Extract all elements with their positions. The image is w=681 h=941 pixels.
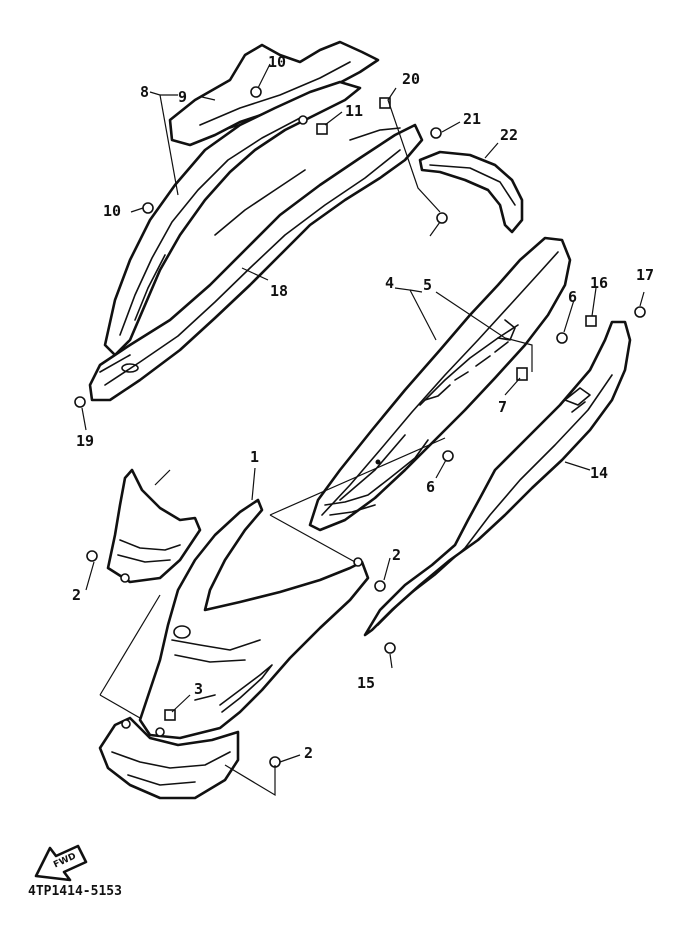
- screw-10a: [250, 86, 262, 98]
- screw-10b: [142, 202, 154, 214]
- callout-12: 14: [590, 464, 608, 482]
- nut-11: [298, 115, 308, 125]
- screw-21: [436, 212, 448, 224]
- screw-13: [384, 642, 396, 654]
- front-arrow-icon: FWD: [34, 844, 88, 882]
- callout-2c: 2: [304, 744, 313, 762]
- callout-17: 19: [76, 432, 94, 450]
- callout-11: 11: [345, 102, 363, 120]
- part-5-emblem: [419, 319, 519, 406]
- callout-15: 17: [636, 266, 654, 284]
- clip-11: [316, 123, 328, 135]
- screw-2a: [86, 550, 98, 562]
- diagram-code: 4TP1414-5153: [28, 884, 122, 899]
- callout-4: 4: [385, 274, 394, 292]
- callout-8: 8: [140, 83, 149, 101]
- clip-3: [164, 709, 176, 721]
- callout-10a: 10: [268, 53, 286, 71]
- screw-6a: [556, 332, 568, 344]
- callout-10b: 10: [103, 202, 121, 220]
- part-lower-footboard: [98, 716, 240, 800]
- callout-18: 20: [402, 70, 420, 88]
- screw-17: [74, 396, 86, 408]
- callout-16: 18: [270, 282, 288, 300]
- part-1-front-cover: [138, 498, 370, 740]
- part-12-right-side-cover: [363, 320, 632, 637]
- callout-9: 9: [178, 88, 187, 106]
- callout-1: 1: [250, 448, 259, 466]
- clip-14: [585, 315, 597, 327]
- leader-lines: [81, 63, 645, 797]
- callout-6b: 6: [426, 478, 435, 496]
- callout-5: 5: [423, 276, 432, 294]
- callout-14: 16: [590, 274, 608, 292]
- callout-20: 22: [500, 126, 518, 144]
- part-16-main-side-cover: [88, 123, 424, 402]
- callout-7: 7: [498, 398, 507, 416]
- callout-19: 21: [463, 110, 481, 128]
- callout-3: 3: [194, 680, 203, 698]
- part-20-rear-trim: [418, 150, 524, 234]
- callout-2b: 2: [392, 546, 401, 564]
- part-8-side-cover: [103, 80, 362, 357]
- screw-2b: [374, 580, 386, 592]
- fasteners: [74, 86, 646, 768]
- callout-2a: 2: [72, 586, 81, 604]
- callout-13: 15: [357, 674, 375, 692]
- screw-19: [430, 127, 442, 139]
- clip-7: [516, 367, 528, 381]
- screw-15: [634, 306, 646, 318]
- clip-18: [379, 97, 391, 109]
- callout-labels: 8 9 10 11 20 21 22 10 18 4 5 6 16 17 7 1…: [72, 53, 654, 762]
- screw-6b: [442, 450, 454, 462]
- callout-6a: 6: [568, 288, 577, 306]
- part-22-front-piece: [106, 468, 202, 584]
